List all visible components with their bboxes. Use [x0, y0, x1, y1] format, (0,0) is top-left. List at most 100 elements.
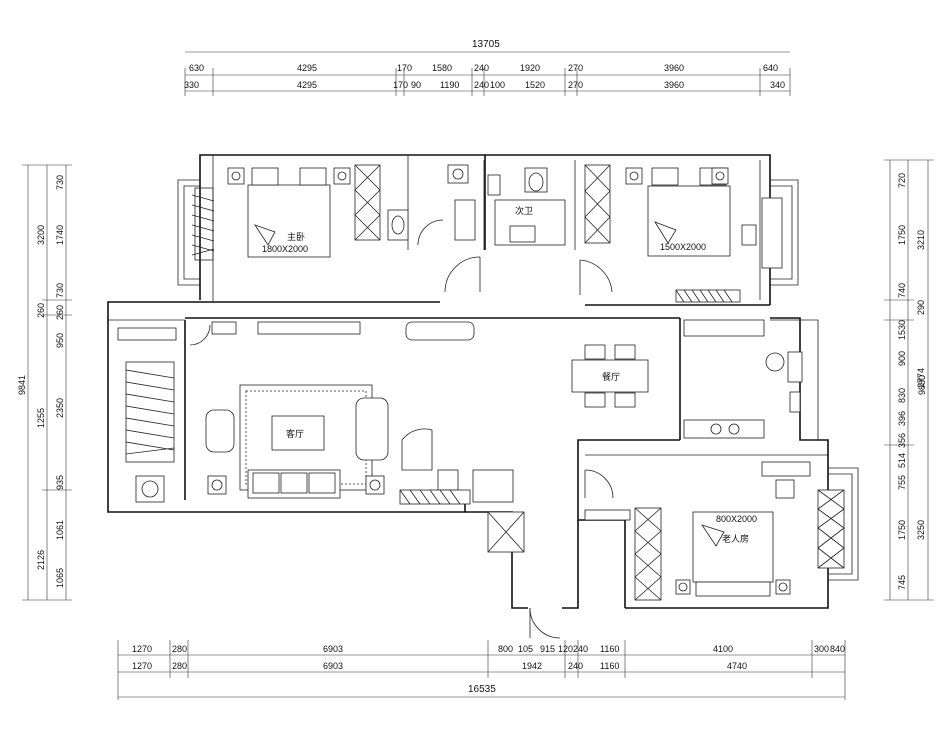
- bottom-dim: 840: [830, 644, 845, 654]
- top-dim: 1520: [525, 80, 545, 90]
- right-dim: 290: [916, 300, 926, 315]
- top-dim: 1580: [432, 63, 452, 73]
- right-dim: 3250: [916, 520, 926, 540]
- bedroom-top-right: 1500X2000: [584, 164, 783, 303]
- top-total-dim: 13705: [472, 39, 500, 50]
- top-dim: 1920: [520, 63, 540, 73]
- right-dim: 396: [897, 411, 907, 426]
- right-dim: 2774: [916, 368, 926, 388]
- bottom-dim: 105: [518, 644, 533, 654]
- bottom-dim: 1270: [132, 661, 152, 671]
- bottom-dim: 1942: [522, 661, 542, 671]
- bottom-dim: 1160: [600, 661, 619, 671]
- left-dim: 1255: [36, 408, 46, 428]
- top-dim: 640: [763, 63, 778, 73]
- room-label-dining: 餐厅: [602, 371, 620, 382]
- wardrobe: [191, 187, 215, 261]
- bottom-dim: 300: [814, 644, 829, 654]
- left-dimensions: 9841 3200 260 1255 2126 730 1740 730 260…: [17, 164, 72, 601]
- room-label-living: 客厅: [286, 428, 304, 439]
- right-dim: 900: [897, 351, 907, 366]
- left-dim: 260: [36, 303, 46, 318]
- bed-size-label: 800X2000: [716, 514, 757, 524]
- top-dim: 340: [770, 80, 785, 90]
- top-dim: 3960: [664, 80, 684, 90]
- right-dim: 1530: [897, 320, 907, 340]
- left-dim: 730: [55, 283, 65, 298]
- room-label-master: 主卧: [287, 231, 305, 242]
- bottom-dim: 4740: [727, 661, 747, 671]
- left-dim: 950: [55, 333, 65, 348]
- left-dim: 2126: [36, 550, 46, 570]
- right-dim: 830: [897, 388, 907, 403]
- bed-size-label: 1500X2000: [660, 242, 706, 252]
- bottom-dim: 915: [540, 644, 555, 654]
- left-dim: 260: [55, 305, 65, 320]
- top-dim: 1190: [440, 80, 459, 90]
- top-dim: 270: [568, 63, 583, 73]
- coffee-table: [271, 415, 325, 451]
- bed-size-label: 1800X2000: [262, 244, 308, 254]
- tv-cabinet: [257, 321, 361, 335]
- room-label-second-bedroom: 老人房: [722, 533, 749, 544]
- bathroom-1: [354, 164, 476, 241]
- dining-room: 餐厅: [571, 344, 649, 408]
- bottom-dim: 280: [172, 661, 187, 671]
- bedroom-bottom-right: 800X2000 老人房: [584, 461, 845, 601]
- top-dim: 4295: [297, 80, 317, 90]
- kitchen: [683, 319, 803, 439]
- bottom-dim: 280: [172, 644, 187, 654]
- bottom-dim: 4100: [713, 644, 733, 654]
- right-dim: 745: [897, 575, 907, 590]
- left-total-dim: 9841: [17, 375, 27, 395]
- bottom-dim: 240: [568, 661, 583, 671]
- bathroom-2: 次卫: [487, 167, 566, 246]
- top-dim: 170: [397, 63, 412, 73]
- bed-bottom-right: [692, 511, 774, 583]
- top-dim: 240: [474, 80, 489, 90]
- top-dim: 3960: [664, 63, 684, 73]
- bottom-dim: 240: [573, 644, 588, 654]
- right-dim: 1750: [897, 225, 907, 245]
- left-dim: 3200: [36, 225, 46, 245]
- storage-room: [117, 327, 177, 503]
- bottom-dim: 6903: [323, 644, 343, 654]
- top-dim: 240: [474, 63, 489, 73]
- bottom-dim: 120: [558, 644, 573, 654]
- right-dimensions: 9880 3210 290 2774 3250 720 1750 740 153…: [884, 159, 934, 601]
- top-dim: 100: [490, 80, 505, 90]
- bottom-total-dim: 16535: [468, 684, 496, 695]
- bottom-dim: 1160: [600, 644, 619, 654]
- left-dim: 1065: [55, 568, 65, 588]
- bottom-dim: 1270: [132, 644, 152, 654]
- top-dim: 330: [184, 80, 199, 90]
- bed-top-right: [647, 185, 731, 257]
- right-dim: 755: [897, 475, 907, 490]
- top-dim: 270: [568, 80, 583, 90]
- room-label-bath: 次卫: [515, 205, 533, 216]
- right-dim: 720: [897, 173, 907, 188]
- right-dim: 514: [897, 453, 907, 468]
- top-dim: 630: [189, 63, 204, 73]
- right-dim: 356: [897, 433, 907, 448]
- left-dim: 2350: [55, 398, 65, 418]
- master-bed: [247, 184, 331, 258]
- right-dim: 3210: [916, 230, 926, 250]
- living-room: 客厅: [205, 321, 514, 505]
- left-dim: 1061: [55, 520, 65, 540]
- bottom-dim: 6903: [323, 661, 343, 671]
- bottom-dimensions: 1270 280 6903 800 105 915 120 240 1160 4…: [117, 640, 846, 700]
- right-dim: 740: [897, 283, 907, 298]
- left-dim: 935: [55, 475, 65, 490]
- left-dim: 730: [55, 175, 65, 190]
- window-frames: [177, 179, 859, 581]
- bottom-dim: 800: [498, 644, 513, 654]
- top-dim: 4295: [297, 63, 317, 73]
- master-bedroom: 主卧 1800X2000: [191, 167, 351, 261]
- walls: [107, 154, 829, 609]
- top-dimensions: 13705 630 4295 170 1580 240 1920 270 396…: [184, 39, 791, 96]
- right-total-dim: 9880: [917, 375, 927, 395]
- right-dim: 1750: [897, 520, 907, 540]
- top-dim: 90: [411, 80, 421, 90]
